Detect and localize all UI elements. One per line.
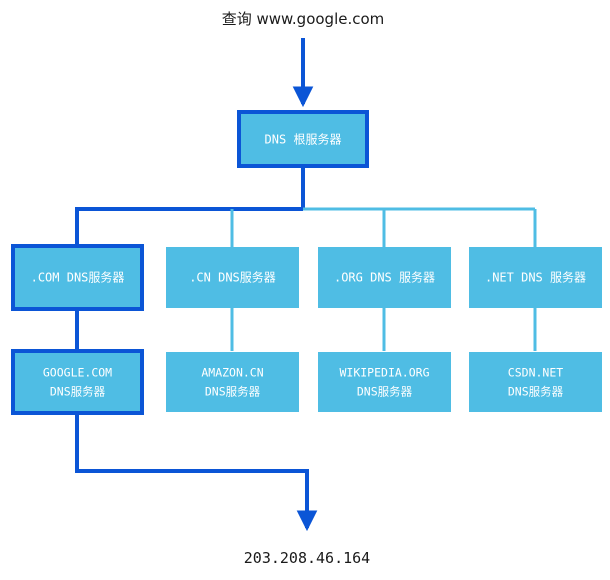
node-auth-wikipedia-org-label-line2: DNS服务器 xyxy=(357,385,413,399)
node-auth-wikipedia-org-label-line1: WIKIPEDIA.ORG xyxy=(339,366,429,380)
node-auth-amazon-cn-label-line2: DNS服务器 xyxy=(205,385,261,399)
query-label: 查询 www.google.com xyxy=(222,10,385,28)
node-dns-root-server-label: DNS 根服务器 xyxy=(265,132,342,147)
node-auth-google-com-label-line2: DNS服务器 xyxy=(50,385,106,399)
result-ip-label: 203.208.46.164 xyxy=(244,549,370,567)
node-tld-net[interactable]: .NET DNS 服务器 xyxy=(469,247,602,308)
node-auth-wikipedia-org-box xyxy=(318,352,451,412)
node-tld-cn-label: .CN DNS服务器 xyxy=(189,270,276,285)
node-auth-wikipedia-org[interactable]: WIKIPEDIA.ORG DNS服务器 xyxy=(318,352,451,412)
node-auth-google-com[interactable]: GOOGLE.COM DNS服务器 xyxy=(11,349,144,415)
node-tld-org-label: .ORG DNS 服务器 xyxy=(334,270,435,285)
node-tld-com[interactable]: .COM DNS服务器 xyxy=(11,244,144,311)
node-tld-net-box xyxy=(469,247,602,308)
node-dns-root-server[interactable]: DNS 根服务器 xyxy=(237,110,369,168)
node-auth-csdn-net-box xyxy=(469,352,602,412)
node-auth-google-com-label-line1: GOOGLE.COM xyxy=(43,366,112,380)
edge-google-to-result xyxy=(75,413,318,532)
node-auth-google-com-box xyxy=(11,349,144,415)
node-auth-csdn-net[interactable]: CSDN.NET DNS服务器 xyxy=(469,352,602,412)
node-tld-net-label: .NET DNS 服务器 xyxy=(485,270,586,285)
node-tld-org-box xyxy=(318,247,451,308)
node-tld-org[interactable]: .ORG DNS 服务器 xyxy=(318,247,451,308)
node-auth-amazon-cn-label-line1: AMAZON.CN xyxy=(201,366,263,380)
node-auth-amazon-cn[interactable]: AMAZON.CN DNS服务器 xyxy=(166,352,299,412)
node-tld-cn[interactable]: .CN DNS服务器 xyxy=(166,247,299,308)
node-tld-cn-box xyxy=(166,247,299,308)
node-auth-amazon-cn-box xyxy=(166,352,299,412)
node-tld-com-label: .COM DNS服务器 xyxy=(31,270,125,285)
node-auth-csdn-net-label-line1: CSDN.NET xyxy=(508,366,563,380)
node-auth-csdn-net-label-line2: DNS服务器 xyxy=(508,385,564,399)
